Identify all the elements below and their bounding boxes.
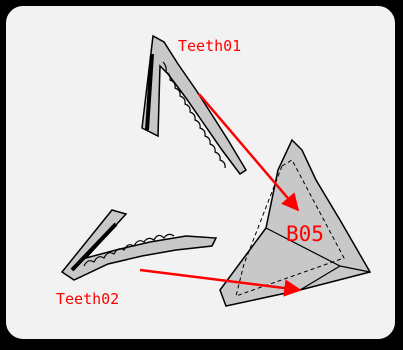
label-teeth01: Teeth01 (178, 37, 241, 55)
teeth02-inner-edge (70, 222, 118, 272)
teeth01-serration (162, 61, 226, 169)
teeth02-serration (83, 233, 175, 267)
b05-edge-2 (299, 265, 341, 291)
label-b05: B05 (286, 222, 324, 246)
teeth01-part (141, 34, 248, 176)
label-teeth02: Teeth02 (56, 290, 119, 308)
teeth02-outline (60, 209, 218, 281)
teeth01-outline (141, 34, 248, 176)
teeth02-part (60, 209, 218, 281)
b05-part (219, 138, 372, 307)
b05-outline (219, 138, 372, 307)
arrow-teeth02-to-b05 (139, 268, 302, 297)
b05-hidden-edges (235, 159, 345, 297)
teeth01-inner-edge (145, 53, 154, 131)
arrow-teeth01-to-b05 (198, 93, 300, 212)
